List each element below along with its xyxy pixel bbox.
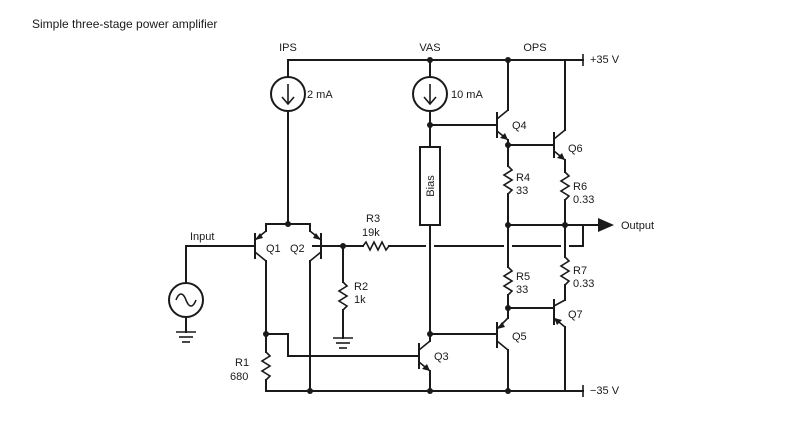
positive-rail: +35 V — [287, 54, 620, 66]
q2-label: Q2 — [290, 243, 305, 255]
output-node: Output — [507, 218, 654, 232]
resistor-r1: R1 680 — [230, 351, 272, 392]
transistor-q5: Q5 — [496, 317, 527, 392]
q4-label: Q4 — [512, 120, 527, 132]
stage-label-vas: VAS — [419, 42, 440, 54]
r7-value: 0.33 — [573, 278, 594, 290]
r2-name: R2 — [354, 281, 368, 293]
r7-name: R7 — [573, 265, 587, 277]
resistor-r2: R2 1k — [333, 281, 368, 349]
transistor-q6: Q6 — [553, 59, 583, 173]
resistor-r7: R7 0.33 — [559, 256, 594, 301]
negative-rail-label: −35 V — [590, 385, 620, 397]
r4-value: 33 — [516, 185, 528, 197]
bias-element: Bias — [419, 146, 441, 335]
ips-current-label: 2 mA — [307, 89, 333, 101]
bias-label: Bias — [425, 175, 437, 197]
q3-label: Q3 — [434, 351, 449, 363]
resistor-r5: R5 33 — [502, 266, 530, 319]
transistor-q4: Q4 — [496, 59, 527, 141]
vas-current-label: 10 mA — [451, 89, 483, 101]
junction-dots — [263, 57, 568, 394]
figure-title: Simple three-stage power amplifier — [32, 17, 217, 31]
resistor-r4: R4 33 — [502, 165, 530, 226]
output-label: Output — [621, 220, 654, 232]
transistor-q2: Q2 — [290, 223, 322, 392]
transistor-q7: Q7 — [553, 299, 583, 392]
r1-name: R1 — [235, 357, 249, 369]
r3-name: R3 — [366, 213, 380, 225]
q5-label: Q5 — [512, 331, 527, 343]
r5-value: 33 — [516, 284, 528, 296]
input-label: Input — [190, 231, 214, 243]
feedback-path: R3 19k — [312, 213, 584, 252]
r6-name: R6 — [573, 181, 587, 193]
r4-name: R4 — [516, 172, 530, 184]
stage-label-ips: IPS — [279, 42, 297, 54]
r1-value: 680 — [230, 371, 248, 383]
ips-current-source: 2 mA — [270, 59, 333, 225]
stage-label-ops: OPS — [523, 42, 546, 54]
r3-value: 19k — [362, 227, 380, 239]
q6-label: Q6 — [568, 143, 583, 155]
q1-label: Q1 — [266, 243, 281, 255]
r5-name: R5 — [516, 271, 530, 283]
r6-value: 0.33 — [573, 194, 594, 206]
q7-label: Q7 — [568, 309, 583, 321]
positive-rail-label: +35 V — [590, 54, 620, 66]
resistor-r6: R6 0.33 — [559, 171, 594, 226]
transistor-q3: Q3 — [418, 333, 449, 392]
r2-value: 1k — [354, 294, 366, 306]
negative-rail: −35 V — [265, 385, 620, 397]
vas-current-source: 10 mA — [412, 59, 483, 148]
input-signal-source: Input — [168, 231, 256, 343]
